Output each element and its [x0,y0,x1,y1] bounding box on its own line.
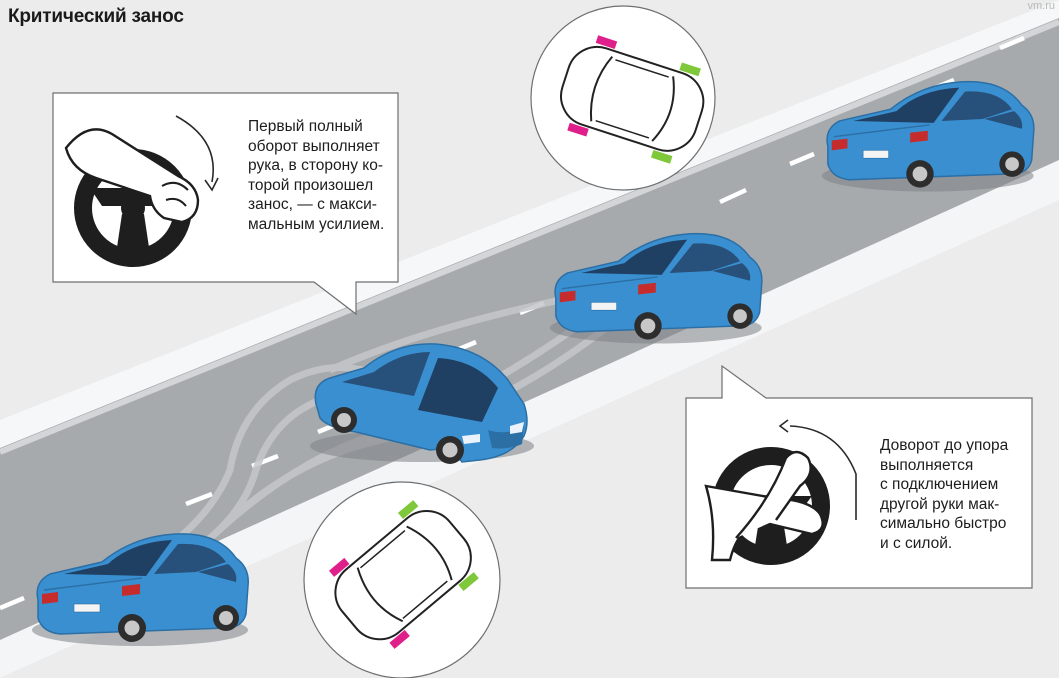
car-skidding [310,343,534,464]
callout-box-first [52,92,399,316]
top-view-inset-1 [530,5,716,191]
caption-line: занос, — с макси- [248,196,377,214]
road [0,18,1059,678]
callout-box-second [685,364,1033,589]
caption-line: Доворот до упора [880,437,1009,454]
callout-first-text: Первый полный оборот выполняет рука, в с… [248,117,384,235]
caption-line: торой произошел [248,176,374,194]
page-title: Критический занос [8,6,184,27]
caption-line: Первый полный [248,118,363,135]
hand-icon [64,128,200,224]
top-view-inset-2 [303,481,501,678]
callout-second-text: Доворот до упора выполняется с подключен… [880,436,1008,554]
caption-line: другой руки мак- [880,495,1000,513]
hands-icon [704,450,824,562]
caption-line: выполняется [880,456,974,474]
caption-line: и с силой. [880,534,953,552]
caption-line: мальным усилием. [248,215,385,233]
caption-line: рука, в сторону ко- [248,157,383,175]
caption-line: оборот выполняет [248,137,380,155]
watermark: vm.ru [1027,0,1056,12]
rotation-arrow-icon [778,419,857,520]
rotation-arrow-icon [175,115,219,192]
caption-line: симально быстро [880,515,1007,533]
caption-line: с подключением [880,476,999,494]
